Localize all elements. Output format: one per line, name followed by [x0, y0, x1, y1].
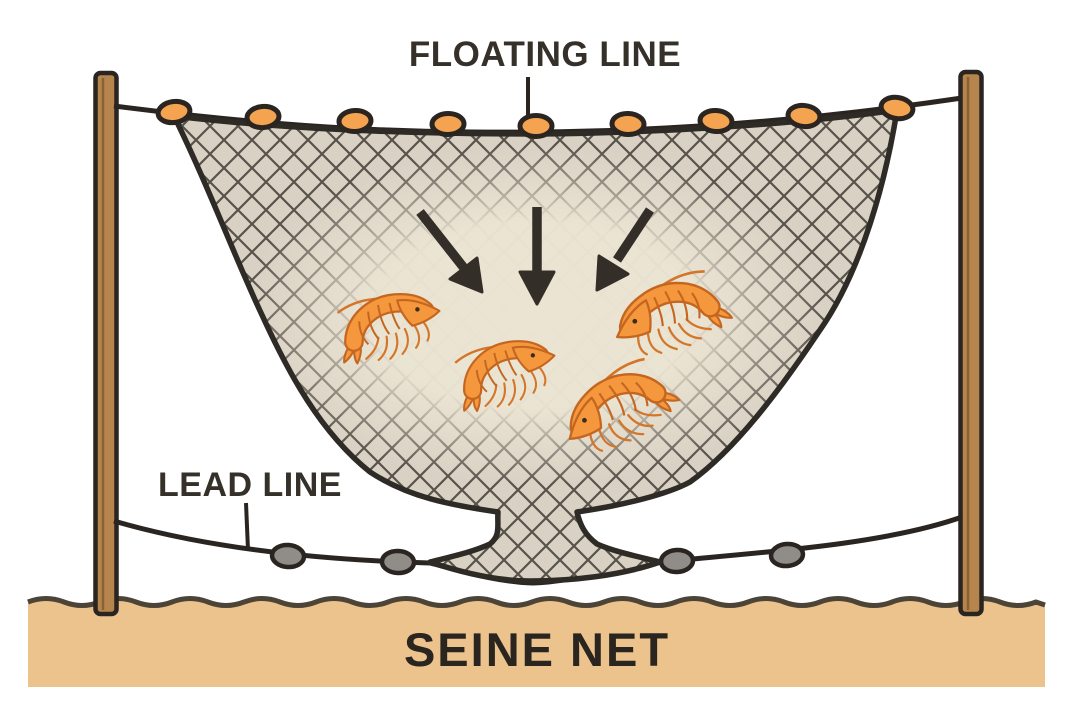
floating-line-label: FLOATING LINE	[409, 35, 681, 74]
float	[336, 107, 374, 135]
float	[244, 103, 282, 131]
arrow-down-icon	[518, 207, 556, 306]
float	[785, 102, 823, 130]
sand-fill	[28, 598, 1045, 687]
convergence-arrows	[416, 207, 654, 306]
float	[517, 113, 555, 139]
weight	[658, 547, 696, 575]
weight	[269, 542, 307, 570]
float	[697, 107, 735, 135]
arrow-down-left-icon	[595, 207, 654, 292]
weight	[379, 548, 417, 576]
seine-net-title: SEINE NET	[404, 623, 670, 676]
seafloor	[27, 596, 1046, 687]
arrow-down-right-icon	[416, 209, 484, 294]
lead-line-label: LEAD LINE	[158, 466, 342, 504]
seafloor-edge	[27, 596, 1046, 608]
lead-line-leader	[244, 502, 250, 551]
float	[609, 110, 647, 138]
float	[155, 98, 193, 126]
float	[878, 94, 916, 122]
float	[429, 110, 467, 138]
pole-left	[93, 70, 119, 617]
pole-right	[958, 69, 984, 617]
floats	[155, 94, 916, 139]
weight	[768, 541, 806, 569]
